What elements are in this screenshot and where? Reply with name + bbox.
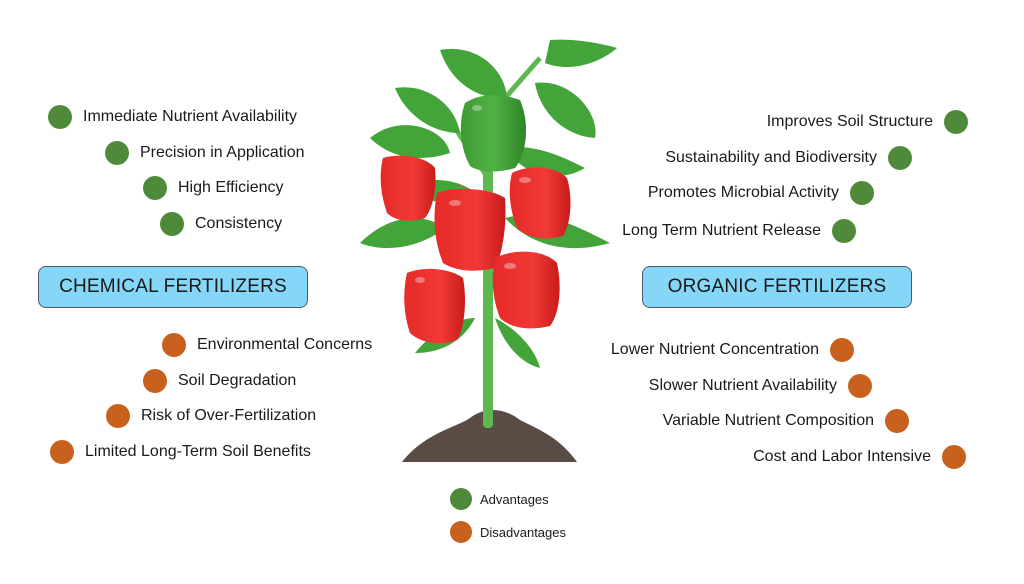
- advantage-dot-icon: [850, 181, 874, 205]
- item-label: Sustainability and Biodiversity: [665, 149, 877, 166]
- advantage-dot-icon: [888, 146, 912, 170]
- item-label: Precision in Application: [140, 144, 305, 161]
- advantage-dot-icon: [832, 219, 856, 243]
- item-label: Risk of Over-Fertilization: [141, 407, 317, 424]
- item-label: Soil Degradation: [178, 372, 297, 389]
- advantage-dot-icon: [143, 176, 167, 200]
- organic-disadvantage-item: Lower Nutrient Concentration: [611, 337, 854, 363]
- chemical-advantage-item: High Efficiency: [143, 175, 284, 201]
- red-pepper-icon: [380, 155, 436, 221]
- item-label: Cost and Labor Intensive: [753, 448, 931, 465]
- organic-disadvantage-item: Variable Nutrient Composition: [663, 408, 909, 434]
- item-label: High Efficiency: [178, 179, 284, 196]
- legend-advantages: Advantages: [450, 488, 549, 510]
- advantage-dot-icon: [105, 141, 129, 165]
- item-label: Limited Long-Term Soil Benefits: [85, 443, 311, 460]
- disadvantage-dot-icon: [450, 521, 472, 543]
- disadvantage-dot-icon: [50, 440, 74, 464]
- disadvantage-dot-icon: [162, 333, 186, 357]
- disadvantage-dot-icon: [942, 445, 966, 469]
- advantage-dot-icon: [944, 110, 968, 134]
- item-label: Improves Soil Structure: [766, 113, 933, 130]
- chemical-disadvantage-item: Soil Degradation: [143, 368, 296, 394]
- advantage-dot-icon: [160, 212, 184, 236]
- disadvantage-dot-icon: [106, 404, 130, 428]
- chemical-fertilizers-title: CHEMICAL FERTILIZERS: [38, 266, 308, 308]
- organic-advantage-item: Long Term Nutrient Release: [622, 218, 856, 244]
- legend-label: Advantages: [480, 491, 549, 507]
- item-label: Promotes Microbial Activity: [647, 184, 839, 201]
- chemical-disadvantage-item: Limited Long-Term Soil Benefits: [50, 439, 311, 465]
- chemical-disadvantage-item: Risk of Over-Fertilization: [106, 403, 316, 429]
- organic-disadvantage-item: Slower Nutrient Availability: [649, 373, 872, 399]
- item-label: Consistency: [195, 215, 283, 232]
- chemical-disadvantage-item: Environmental Concerns: [162, 332, 372, 358]
- red-pepper-icon: [434, 188, 506, 271]
- pepper-plant-illustration: [360, 39, 617, 462]
- legend-disadvantages: Disadvantages: [450, 521, 566, 543]
- red-pepper-icon: [492, 251, 560, 329]
- disadvantage-dot-icon: [830, 338, 854, 362]
- legend-label: Disadvantages: [480, 524, 566, 540]
- item-label: Variable Nutrient Composition: [662, 412, 874, 429]
- item-label: Lower Nutrient Concentration: [610, 341, 819, 358]
- chemical-advantage-item: Consistency: [160, 211, 282, 237]
- organic-disadvantage-item: Cost and Labor Intensive: [753, 444, 966, 470]
- soil-mound-icon: [402, 409, 577, 462]
- organic-fertilizers-title: ORGANIC FERTILIZERS: [642, 266, 912, 308]
- organic-advantage-item: Improves Soil Structure: [767, 109, 968, 135]
- advantage-dot-icon: [450, 488, 472, 510]
- green-pepper-icon: [460, 95, 527, 172]
- organic-advantage-item: Promotes Microbial Activity: [648, 180, 874, 206]
- item-label: Slower Nutrient Availability: [648, 377, 837, 394]
- item-label: Long Term Nutrient Release: [622, 222, 821, 239]
- red-pepper-icon: [509, 167, 571, 239]
- organic-advantage-item: Sustainability and Biodiversity: [665, 145, 912, 171]
- disadvantage-dot-icon: [885, 409, 909, 433]
- red-pepper-icon: [404, 268, 465, 344]
- item-label: Environmental Concerns: [197, 336, 373, 353]
- disadvantage-dot-icon: [848, 374, 872, 398]
- chemical-advantage-item: Immediate Nutrient Availability: [48, 104, 297, 130]
- advantage-dot-icon: [48, 105, 72, 129]
- item-label: Immediate Nutrient Availability: [83, 108, 298, 125]
- chemical-advantage-item: Precision in Application: [105, 140, 305, 166]
- disadvantage-dot-icon: [143, 369, 167, 393]
